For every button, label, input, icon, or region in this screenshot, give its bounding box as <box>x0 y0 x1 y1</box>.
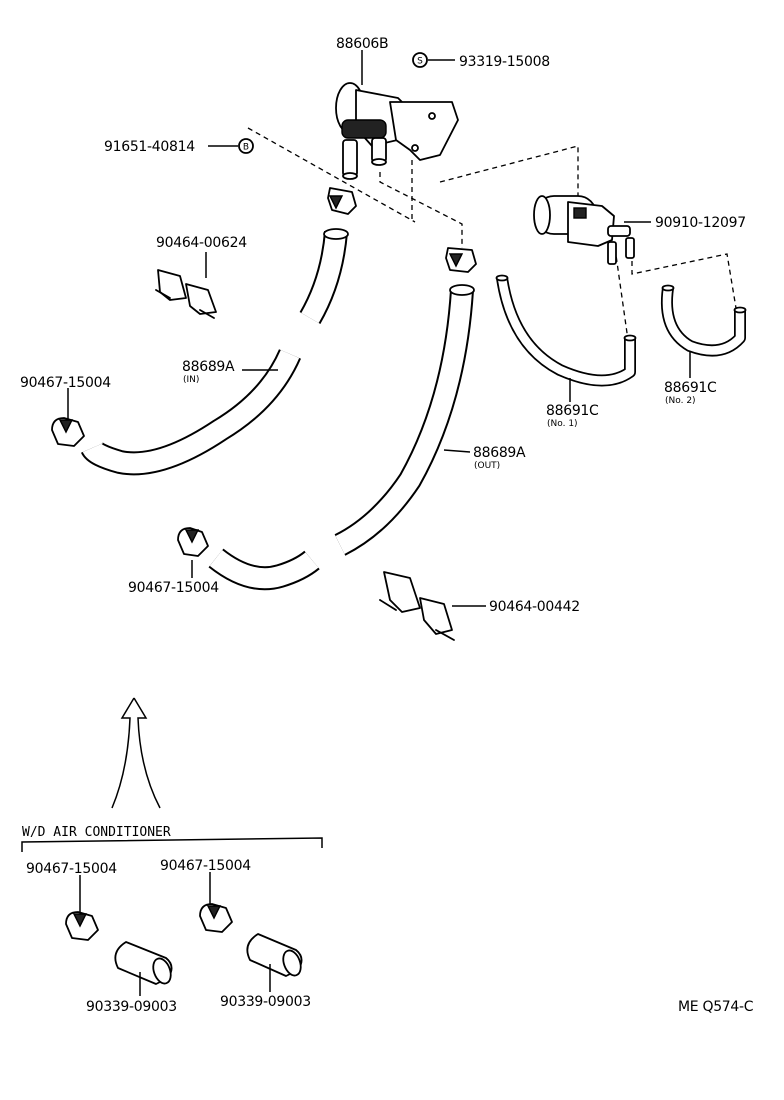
label-88689A-out: 88689A <box>473 445 526 461</box>
label-91651-40814: 91651-40814 <box>104 139 195 155</box>
hose-88689A-out <box>334 284 475 556</box>
leader-lines <box>67 50 691 996</box>
label-90339-09003-1: 90339-09003 <box>86 999 177 1015</box>
hose-upper-small <box>299 228 349 325</box>
label-88606B: 88606B <box>336 36 388 52</box>
label-90467-15004-mid: 90467-15004 <box>128 580 219 596</box>
label-88691C-no2-sub: (No. 2) <box>665 396 696 406</box>
label-88689A-out-sub: (OUT) <box>474 461 500 471</box>
assembly-dashed-lines <box>247 127 737 341</box>
label-93319-15008: 93319-15008 <box>459 54 550 70</box>
label-90467-15004-left: 90467-15004 <box>20 375 111 391</box>
label-88691C-no2: 88691C <box>664 380 717 396</box>
label-90464-00442: 90464-00442 <box>489 599 580 615</box>
symbol-s-icon: S <box>412 52 428 68</box>
clip-90467-sec1 <box>65 911 99 941</box>
plug-90339-2 <box>246 933 303 977</box>
clip-top-left <box>327 187 357 215</box>
air-valve-88606B <box>335 82 459 180</box>
label-88689A-in: 88689A <box>182 359 235 375</box>
label-90464-00624: 90464-00624 <box>156 235 247 251</box>
svg-text:S: S <box>417 57 423 67</box>
section-bracket <box>21 837 323 852</box>
plug-90339-1 <box>114 941 173 985</box>
vacuum-switching-valve-90910 <box>533 195 635 265</box>
hose-88689A-in <box>80 348 302 476</box>
clip-top-right <box>445 247 477 273</box>
label-90339-09003-2: 90339-09003 <box>220 994 311 1010</box>
clamp-90464-00442 <box>379 571 455 641</box>
tube-88691C-no2 <box>661 284 747 357</box>
label-88691C-no1-sub: (No. 1) <box>547 419 578 429</box>
label-88689A-in-sub: (IN) <box>183 375 199 385</box>
tube-88691C-no1 <box>495 274 637 387</box>
label-90910-12097: 90910-12097 <box>655 215 746 231</box>
label-88691C-no1: 88691C <box>546 403 599 419</box>
up-arrow-icon <box>111 697 161 809</box>
clip-90467-sec2 <box>199 903 233 933</box>
hose-lower-short <box>208 548 320 591</box>
reference-code: ME Q574-C <box>678 999 754 1015</box>
label-90467-15004-sec1: 90467-15004 <box>26 861 117 877</box>
section-title-wd-air-conditioner: W/D AIR CONDITIONER <box>22 825 171 840</box>
clip-90467-mid <box>177 527 209 557</box>
clamp-90464-00624 <box>155 269 217 319</box>
label-90467-15004-sec2: 90467-15004 <box>160 858 251 874</box>
symbol-b-icon: B <box>238 138 254 154</box>
clip-90467-left <box>51 417 85 447</box>
svg-text:B: B <box>243 143 249 153</box>
